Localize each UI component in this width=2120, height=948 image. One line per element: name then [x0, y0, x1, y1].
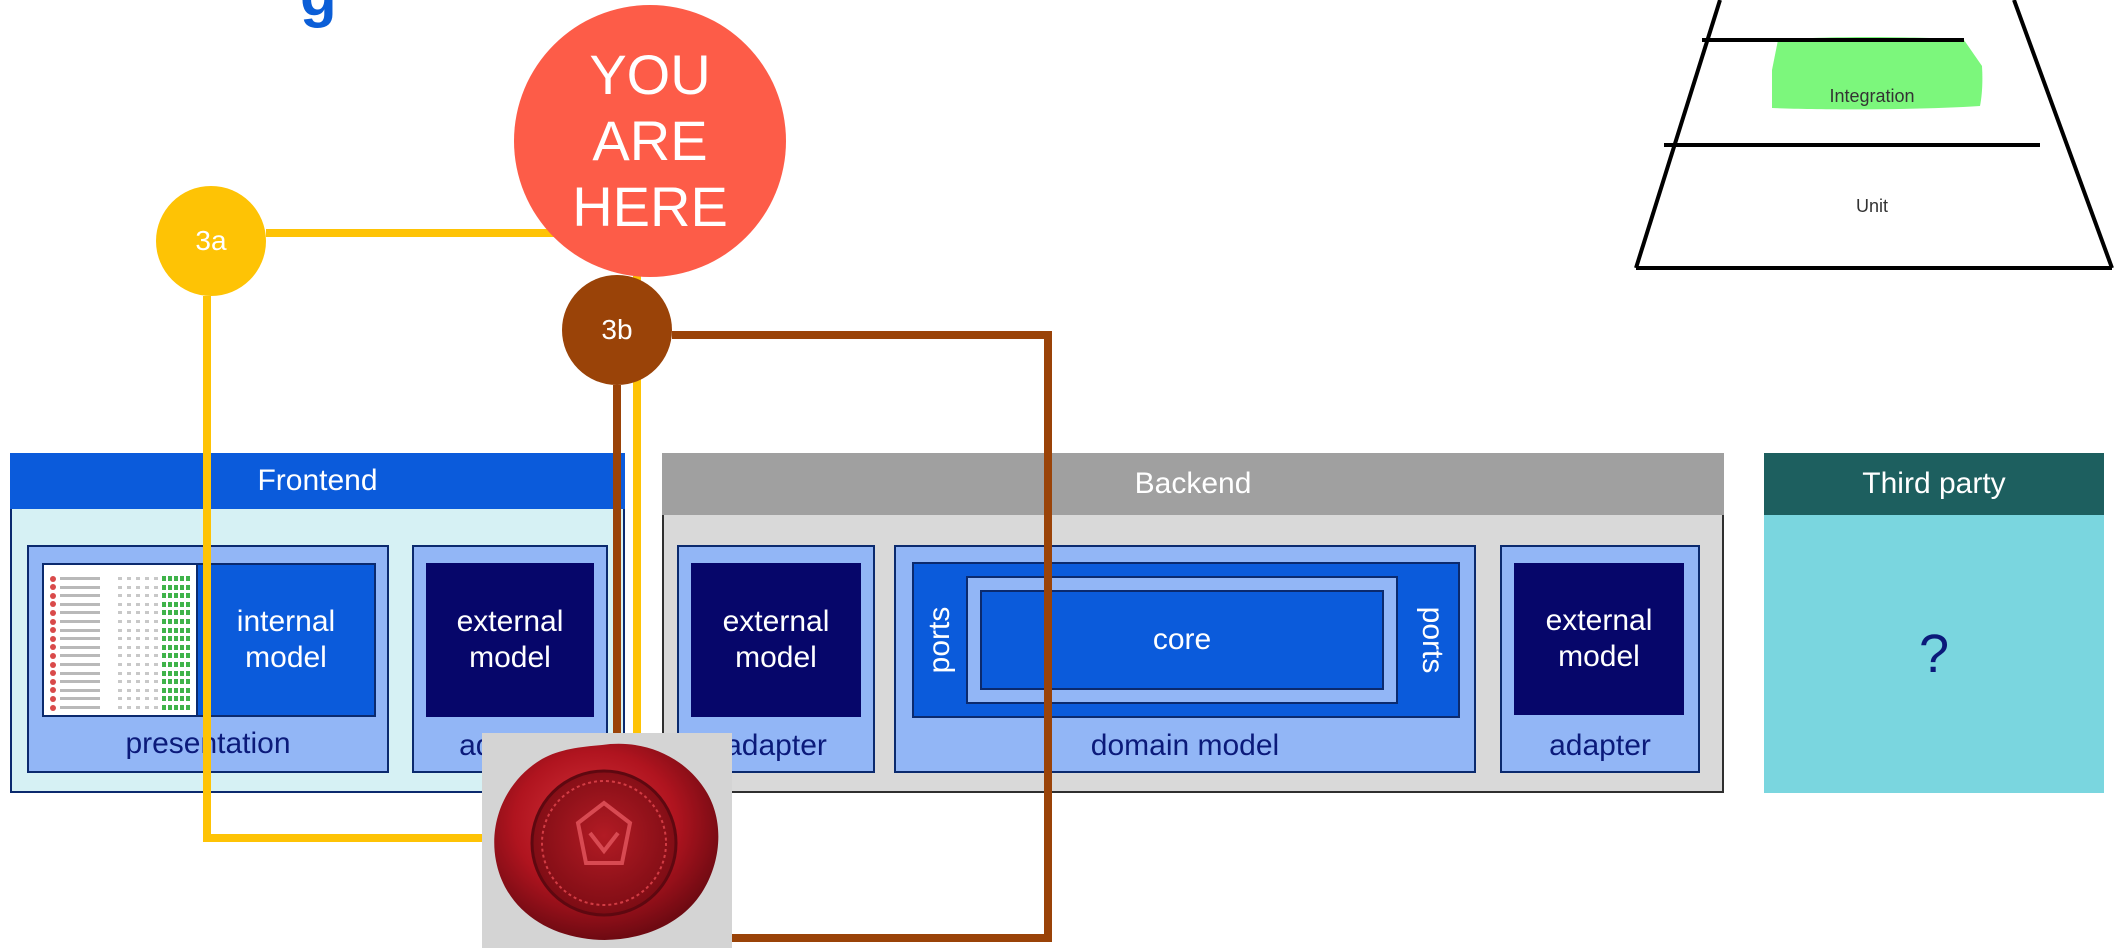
backend-external-model-right-box: external model: [1514, 563, 1684, 715]
thumbnail-row: [50, 584, 190, 591]
unit-label: Unit: [1855, 195, 1888, 216]
thumbnail-row: [50, 627, 190, 634]
step-3a-marker: 3a: [156, 186, 266, 296]
thumbnail-row: [50, 601, 190, 608]
ports-left-label: ports: [923, 606, 956, 674]
thumbnail-row: [50, 652, 190, 659]
core-box: core: [980, 590, 1384, 690]
app-screenshot-thumbnail: [42, 563, 198, 717]
thumbnail-row: [50, 592, 190, 599]
integration-label: Integration: [1829, 85, 1915, 106]
thumbnail-row: [50, 609, 190, 616]
backend-header: Backend: [662, 453, 1724, 515]
thumbnail-row: [50, 687, 190, 694]
you-are-here-marker: YOU ARE HERE: [514, 5, 786, 277]
pyramid-left-edge: [1634, 0, 1722, 269]
frontend-header: Frontend: [10, 453, 625, 509]
integration-highlight: [1772, 37, 1983, 110]
test-pyramid: [1634, 0, 2114, 270]
wax-seal-icon: [494, 743, 719, 940]
thumbnail-row: [50, 695, 190, 702]
slide-title-fragment: g: [300, 0, 337, 29]
pyramid-right-edge: [2012, 0, 2114, 269]
thumbnail-row: [50, 678, 190, 685]
frontend-external-model-box: external model: [426, 563, 594, 717]
step-3b-marker: 3b: [562, 275, 672, 385]
thumbnail-row: [50, 575, 190, 582]
ports-right-label: ports: [1416, 606, 1449, 674]
internal-model-box: internal model: [198, 563, 376, 717]
presentation-label: presentation: [125, 727, 291, 760]
thumbnail-row: [50, 618, 190, 625]
backend-adapter-right-label: adapter: [1549, 729, 1651, 762]
third-party-header: Third party: [1764, 453, 2104, 515]
thumbnail-row: [50, 670, 190, 677]
domain-model-label: domain model: [1090, 729, 1280, 762]
third-party-unknown: ?: [1918, 624, 1950, 684]
thumbnail-row: [50, 704, 190, 711]
thumbnail-row: [50, 661, 190, 668]
thumbnail-row: [50, 644, 190, 651]
thumbnail-row: [50, 635, 190, 642]
backend-external-model-left-box: external model: [691, 563, 861, 717]
